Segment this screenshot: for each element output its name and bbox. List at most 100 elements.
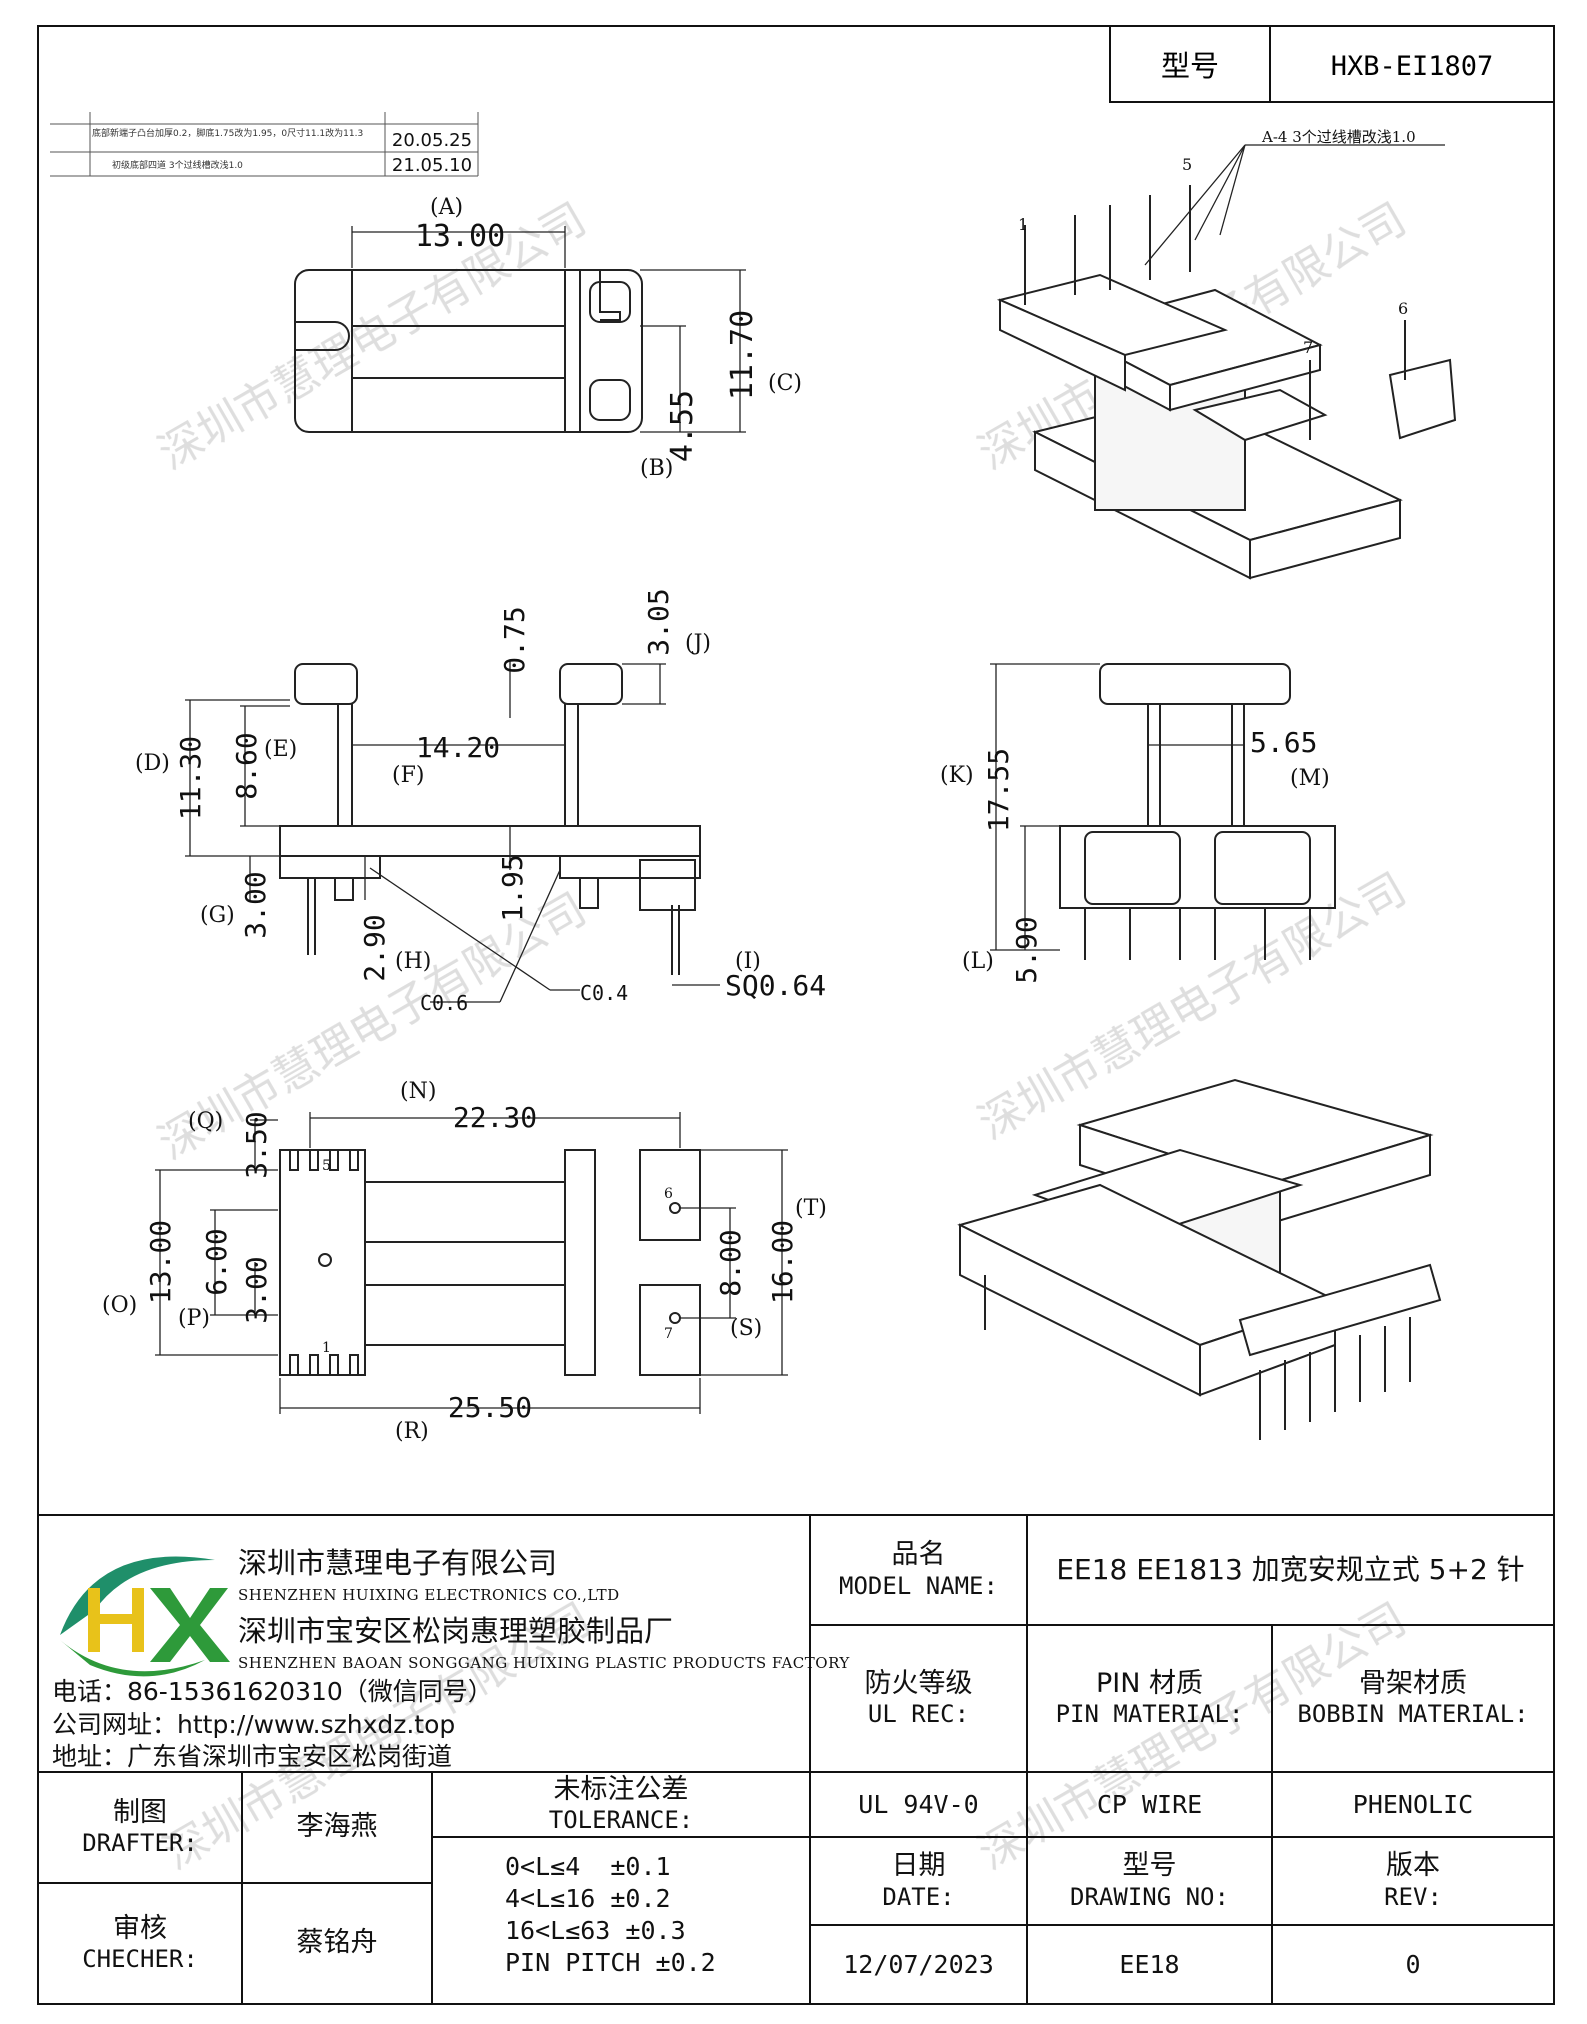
drafter-value: 李海燕 [296,1811,378,1843]
end-view [990,663,1336,960]
date-value: 12/07/2023 [843,1949,994,1979]
dim-label: (A) [430,195,463,220]
dim-value: C0.4 [580,981,628,1005]
tolerance-line: 16<L≤63 ±0.3 [505,1916,686,1945]
dim-value: 5.65 [1250,726,1317,759]
date-cn: 日期 [891,1850,946,1882]
tolerance-cn: 未标注公差 [553,1773,689,1805]
pin-material-en: PIN MATERIAL: [1055,1700,1244,1729]
revision-row-date: 20.05.25 [392,130,472,151]
revision-table: 底部新端子凸台加厚0.2，脚底1.75改为1.95，0尺寸11.1改为11.3 … [50,112,479,177]
bobbin-material-value: PHENOLIC [1352,1789,1474,1819]
dim-value: 3.05 [642,588,675,655]
tolerance-line: PIN PITCH ±0.2 [505,1948,716,1977]
drafter-cn: 制图 [113,1796,167,1828]
factory-name-en: SHENZHEN BAOAN SONGGANG HUIXING PLASTIC … [238,1654,850,1672]
dim-value: 14.20 [416,731,500,764]
ul-rec-cn: 防火等级 [864,1667,973,1699]
pin-number: 6 [664,1186,673,1202]
model-name-value: EE18 EE1813 加宽安规立式 5+2 针 [1056,1553,1525,1587]
dim-value: 22.30 [453,1101,537,1134]
company-address: 地址：广东省深圳市宝安区松岗街道 [52,1742,453,1771]
company-phone: 电话：86-15361620310（微信同号） [52,1677,493,1706]
bobbin-material-en: BOBBIN MATERIAL: [1297,1700,1529,1729]
dim-label: (T) [795,1196,827,1221]
checker-cn: 审核 [113,1912,167,1944]
drawing-no-header: 型号 DRAWING NO: [1027,1837,1272,1925]
dim-value: 3.50 [240,1111,273,1178]
iso-view-bottom [957,1078,1442,1440]
rev-header: 版本 REV: [1272,1837,1554,1925]
company-website: 公司网址：http://www.szhxdz.top [52,1710,456,1739]
pin-number: 1 [1018,215,1028,234]
dim-value: 13.00 [415,219,505,254]
dim-value: 11.30 [174,736,207,820]
revision-row-date: 21.05.10 [392,155,472,176]
ul-rec-en: UL REC: [867,1700,970,1729]
dim-value: 5.90 [1010,916,1043,983]
ul-rec-value: UL 94V-0 [858,1789,979,1819]
date-header: 日期 DATE: [810,1837,1027,1925]
side-view [185,660,720,1003]
dim-value: 11.70 [725,310,760,400]
pin-number: 7 [1303,338,1313,357]
dim-value: 25.50 [448,1391,532,1424]
dim-label: (F) [392,763,424,788]
rev-en: REV: [1384,1882,1442,1911]
dim-value: 6.00 [200,1228,233,1295]
dim-value: 8.00 [714,1229,747,1296]
ul-rec-header: 防火等级 UL REC: [810,1625,1027,1772]
pin-number: 5 [1182,155,1192,174]
company-name-en: SHENZHEN HUIXING ELECTRONICS CO.,LTD [238,1586,620,1604]
tolerance-line: 4<L≤16 ±0.2 [505,1884,671,1913]
dim-value: 4.55 [665,390,700,462]
bobbin-material-cn: 骨架材质 [1359,1667,1467,1699]
dim-value: 16.00 [766,1220,799,1304]
model-header-value: HXB-EI1807 [1331,51,1494,82]
rev-cn: 版本 [1386,1850,1440,1882]
end-view-labels: 17.55 (K) 5.65 (M) 5.90 (L) [940,726,1330,984]
bottom-view-labels: (N) 22.30 (Q) 3.50 13.00 (O) 6.00 (P) 3.… [102,1079,827,1444]
drafter-en: DRAFTER: [82,1829,198,1858]
model-name-cn: 品名 [891,1539,946,1571]
bobbin-material-header: 骨架材质 BOBBIN MATERIAL: [1272,1625,1554,1772]
company-name-cn: 深圳市慧理电子有限公司 [238,1546,558,1580]
dim-label: (K) [940,763,974,788]
checker-en: CHECHER: [82,1945,198,1974]
dim-value: 8.60 [230,732,263,799]
dim-label: (J) [685,631,711,656]
checker-value: 蔡铭舟 [296,1927,378,1959]
pin-material-header: PIN 材质 PIN MATERIAL: [1027,1625,1272,1772]
dim-label: (I) [735,949,761,974]
dim-label: (N) [400,1079,436,1104]
date-en: DATE: [882,1882,955,1911]
dim-label: (Q) [188,1109,223,1134]
sheet-border [37,25,1555,2005]
dim-label: (E) [264,737,297,762]
dim-value: 3.00 [240,1256,273,1323]
side-view-labels: 0.75 3.05 (J) 11.30 (D) 8.60 (E) 14.20 (… [135,588,826,1015]
dim-value: 17.55 [982,748,1015,832]
dim-label: (B) [640,456,673,481]
dim-value: 1.95 [496,854,529,921]
dim-label: (M) [1290,766,1330,791]
model-name-header: 品名 MODEL NAME: [810,1515,1027,1625]
dim-label: (D) [135,751,170,776]
dim-label: (O) [102,1293,137,1318]
tolerance-line: 0<L≤4 ±0.1 [505,1852,671,1881]
pin-material-value: CP WIRE [1096,1789,1203,1819]
model-header-label: 型号 [1161,49,1219,83]
tolerance-en: TOLERANCE: [548,1806,694,1835]
pin-number: 7 [664,1326,673,1342]
dim-value: 3.00 [239,871,272,938]
pin-number: 6 [1398,299,1408,318]
dim-value: 13.00 [144,1220,177,1304]
rev-value: 0 [1405,1949,1421,1979]
dim-label: (L) [962,949,994,974]
drafter-header: 制图 DRAFTER: [38,1772,242,1883]
iso-view-top-labels: A-4 3个过线槽改浅1.0 1 5 6 7 [1018,128,1416,357]
company-logo [60,1556,230,1677]
pin-material-cn: PIN 材质 [1095,1667,1204,1699]
dim-value: 0.75 [498,606,531,673]
dim-label: (S) [730,1316,762,1341]
